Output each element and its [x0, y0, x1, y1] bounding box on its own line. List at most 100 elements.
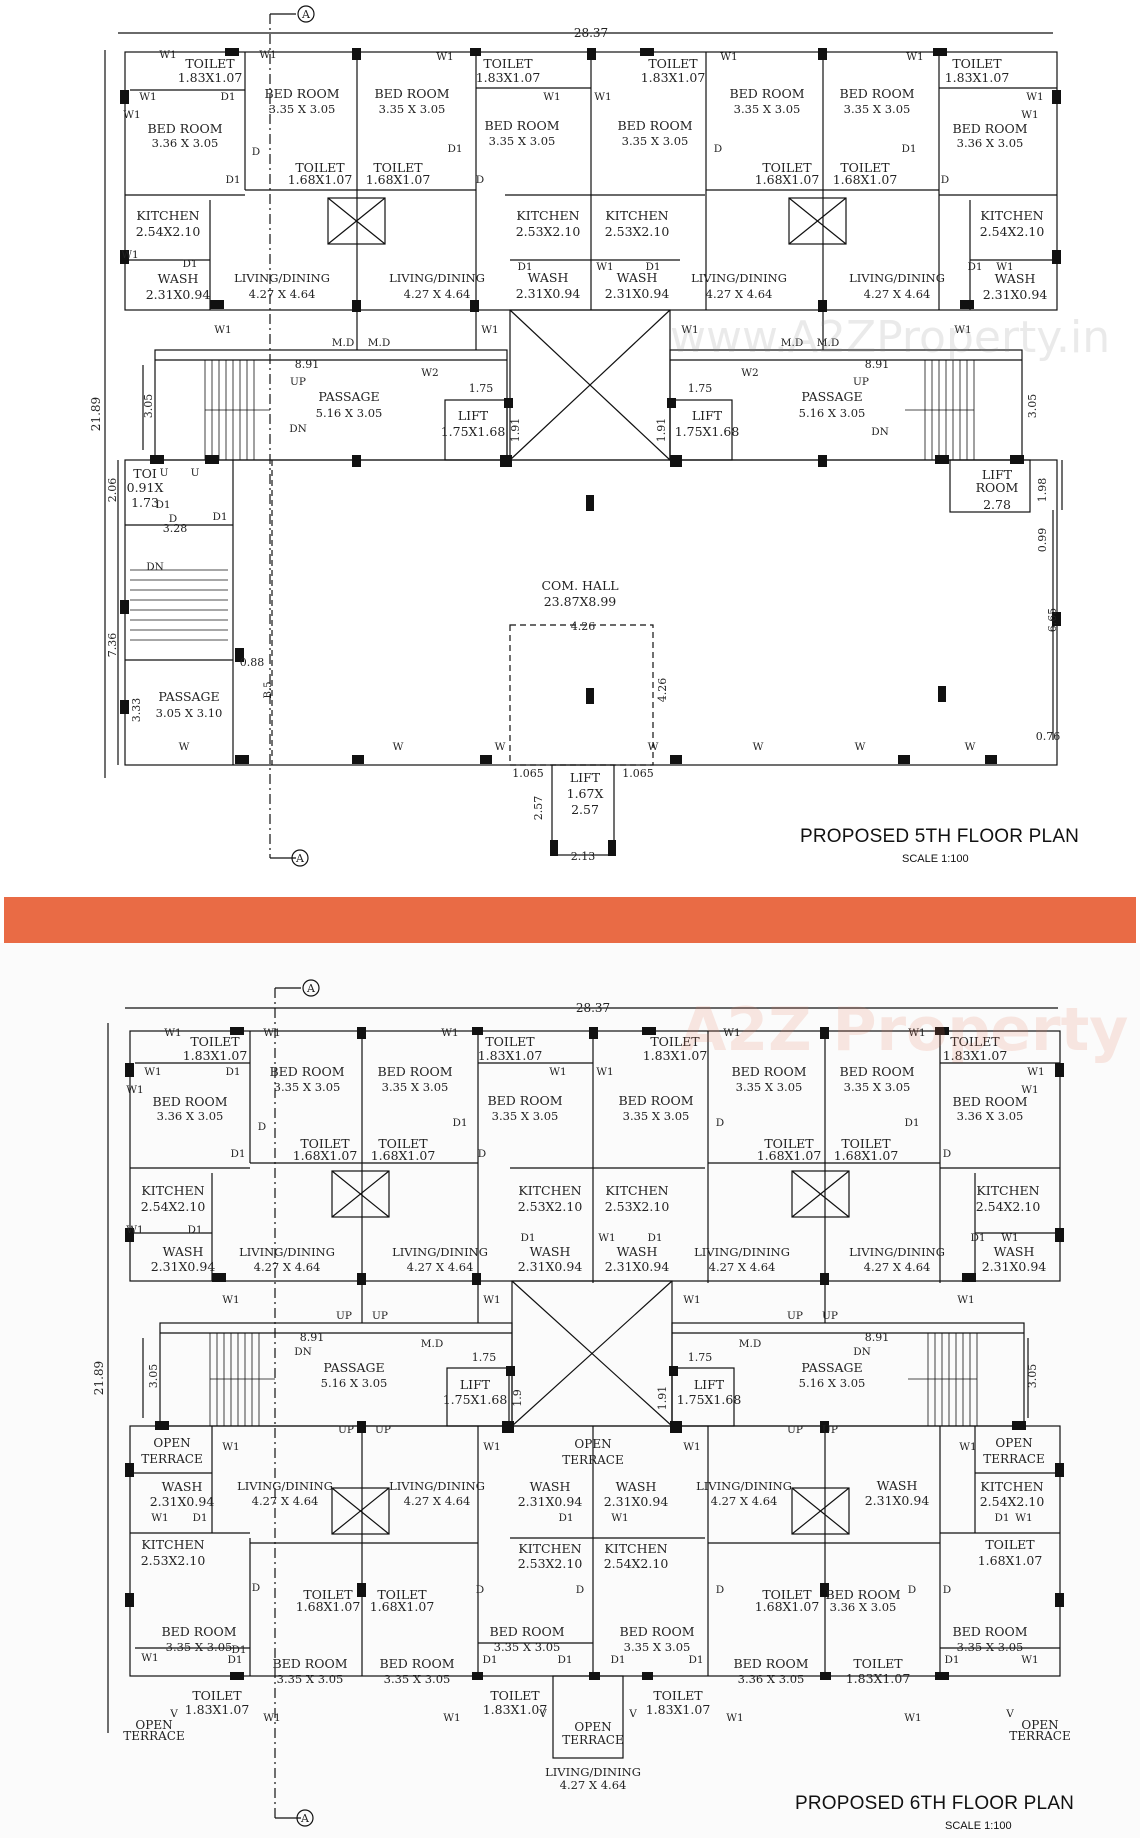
room-label: LIVING/DINING	[694, 1245, 790, 1259]
opening-mark: D	[476, 1584, 484, 1596]
room-label: TOILET	[490, 1688, 540, 1703]
dimension-lower-passage: 3.33	[130, 698, 143, 723]
room-label: LIFT	[982, 467, 1013, 482]
opening-mark: D1	[182, 258, 197, 270]
room-label: BED ROOM	[618, 1093, 693, 1108]
room-label: 2.31X0.94	[150, 1494, 215, 1509]
opening-mark: W1	[906, 51, 923, 63]
room-label: 2.31X0.94	[516, 286, 581, 301]
room-label: 2.53X2.10	[516, 224, 581, 239]
dimension-lift-left-height: 1.91	[509, 418, 522, 443]
room-label: 2.31X0.94	[518, 1259, 583, 1274]
grid-letter-a-top: A	[301, 8, 311, 21]
opening-mark: M.D	[332, 337, 355, 349]
opening-mark: W1	[126, 1084, 143, 1096]
room-label: 1.83X1.07	[178, 70, 243, 85]
opening-mark: D1	[520, 1232, 535, 1244]
room-label: 1.83X1.07	[183, 1048, 248, 1063]
room-label: 1.83X1.07	[478, 1048, 543, 1063]
dimension-right-small: 0.76	[1036, 730, 1061, 743]
room-label: PASSAGE	[801, 389, 862, 404]
room-label: 3.35 X 3.05	[844, 102, 911, 116]
dimension-overall-width: 28.37	[574, 26, 608, 40]
room-label: TOILET	[950, 1034, 1000, 1049]
dimension-hall-inner-width: 4.26	[571, 620, 596, 633]
room-label: 4.27 X 4.64	[404, 287, 471, 301]
dimension-hall-inner-height: 4.26	[656, 678, 669, 703]
room-label: LIVING/DINING	[237, 1479, 333, 1493]
room-label: 1.83X1.07	[483, 1702, 548, 1717]
room-label: 3.35 X 3.05	[844, 1080, 911, 1094]
room-label: BED ROOM	[839, 86, 914, 101]
opening-mark: W1	[681, 324, 698, 336]
dimension-lower-left: 7.36	[106, 633, 119, 658]
room-label: TOILET	[840, 160, 890, 175]
room-label: TOILET	[764, 1136, 814, 1151]
room-label: OPEN	[574, 1437, 611, 1451]
room-label: KITCHEN	[604, 1541, 667, 1556]
room-label: WASH	[528, 270, 569, 285]
room-label: WASH	[530, 1244, 571, 1259]
room-label: PASSAGE	[323, 1360, 384, 1375]
room-label: 1.83X1.07	[945, 70, 1010, 85]
room-label: 2.54X2.10	[980, 224, 1045, 239]
opening-mark: DN	[146, 561, 164, 573]
room-label: BED ROOM	[264, 86, 339, 101]
room-label: KITCHEN	[141, 1537, 204, 1552]
opening-mark: W1	[683, 1294, 700, 1306]
opening-mark: D1	[557, 1654, 572, 1666]
room-label: 3.35 X 3.05	[494, 1640, 561, 1654]
room-label: WASH	[616, 1479, 657, 1494]
room-label: LIFT	[460, 1377, 491, 1392]
opening-mark: D	[476, 174, 484, 186]
room-label: TOILET	[762, 1587, 812, 1602]
opening-mark: D1	[645, 261, 660, 273]
room-label: 4.27 X 4.64	[252, 1494, 319, 1508]
room-label: BED ROOM	[147, 121, 222, 136]
opening-mark: D1	[688, 1654, 703, 1666]
opening-mark: D	[716, 1584, 724, 1596]
room-label: PASSAGE	[158, 689, 219, 704]
opening-mark: DN	[853, 1346, 871, 1358]
opening-mark: W1	[144, 1066, 161, 1078]
room-label: BED ROOM	[952, 1094, 1027, 1109]
room-label: WASH	[158, 271, 199, 286]
room-label: TOI	[133, 466, 157, 481]
opening-mark: W1	[481, 324, 498, 336]
opening-mark: W1	[141, 1652, 158, 1664]
room-label: 2.31X0.94	[983, 287, 1048, 302]
room-label: 23.87X8.99	[544, 594, 617, 609]
room-label: LIVING/DINING	[234, 271, 330, 285]
opening-mark: W1	[436, 51, 453, 63]
dimension-overall-width: 28.37	[576, 1001, 610, 1015]
opening-mark: D1	[227, 1654, 242, 1666]
room-label: 5.16 X 3.05	[321, 1376, 388, 1390]
opening-mark: D	[258, 1121, 266, 1133]
room-label: 3.36 X 3.05	[830, 1600, 897, 1614]
room-label: 2.53X2.10	[605, 224, 670, 239]
room-label: TOILET	[653, 1688, 703, 1703]
room-label: 4.27 X 4.64	[407, 1260, 474, 1274]
opening-mark: D1	[447, 143, 462, 155]
opening-mark: W1	[121, 249, 138, 261]
room-label: LIVING/DINING	[239, 1245, 335, 1259]
room-label: KITCHEN	[516, 208, 579, 223]
opening-mark: UP	[372, 1310, 388, 1322]
room-label: 3.36 X 3.05	[957, 136, 1024, 150]
opening-mark: W1	[443, 1712, 460, 1724]
room-label: 2.31X0.94	[146, 287, 211, 302]
room-label: COM. HALL	[541, 578, 618, 593]
room-label: LIVING/DINING	[392, 1245, 488, 1259]
opening-mark: D1	[558, 1512, 573, 1524]
room-label: 3.35 X 3.05	[734, 102, 801, 116]
dimension-lift-left-width: 1.75	[469, 382, 494, 395]
room-label: 4.27 X 4.64	[711, 1494, 778, 1508]
opening-mark: M.D	[781, 337, 804, 349]
room-label: 1.83X1.07	[646, 1702, 711, 1717]
opening-mark: D1	[225, 1066, 240, 1078]
room-label: LIVING/DINING	[545, 1765, 641, 1779]
fifth-floor-plan-title: PROPOSED 5TH FLOOR PLAN	[800, 826, 1080, 847]
opening-mark: W	[495, 741, 506, 753]
room-label: TERRACE	[983, 1452, 1044, 1466]
